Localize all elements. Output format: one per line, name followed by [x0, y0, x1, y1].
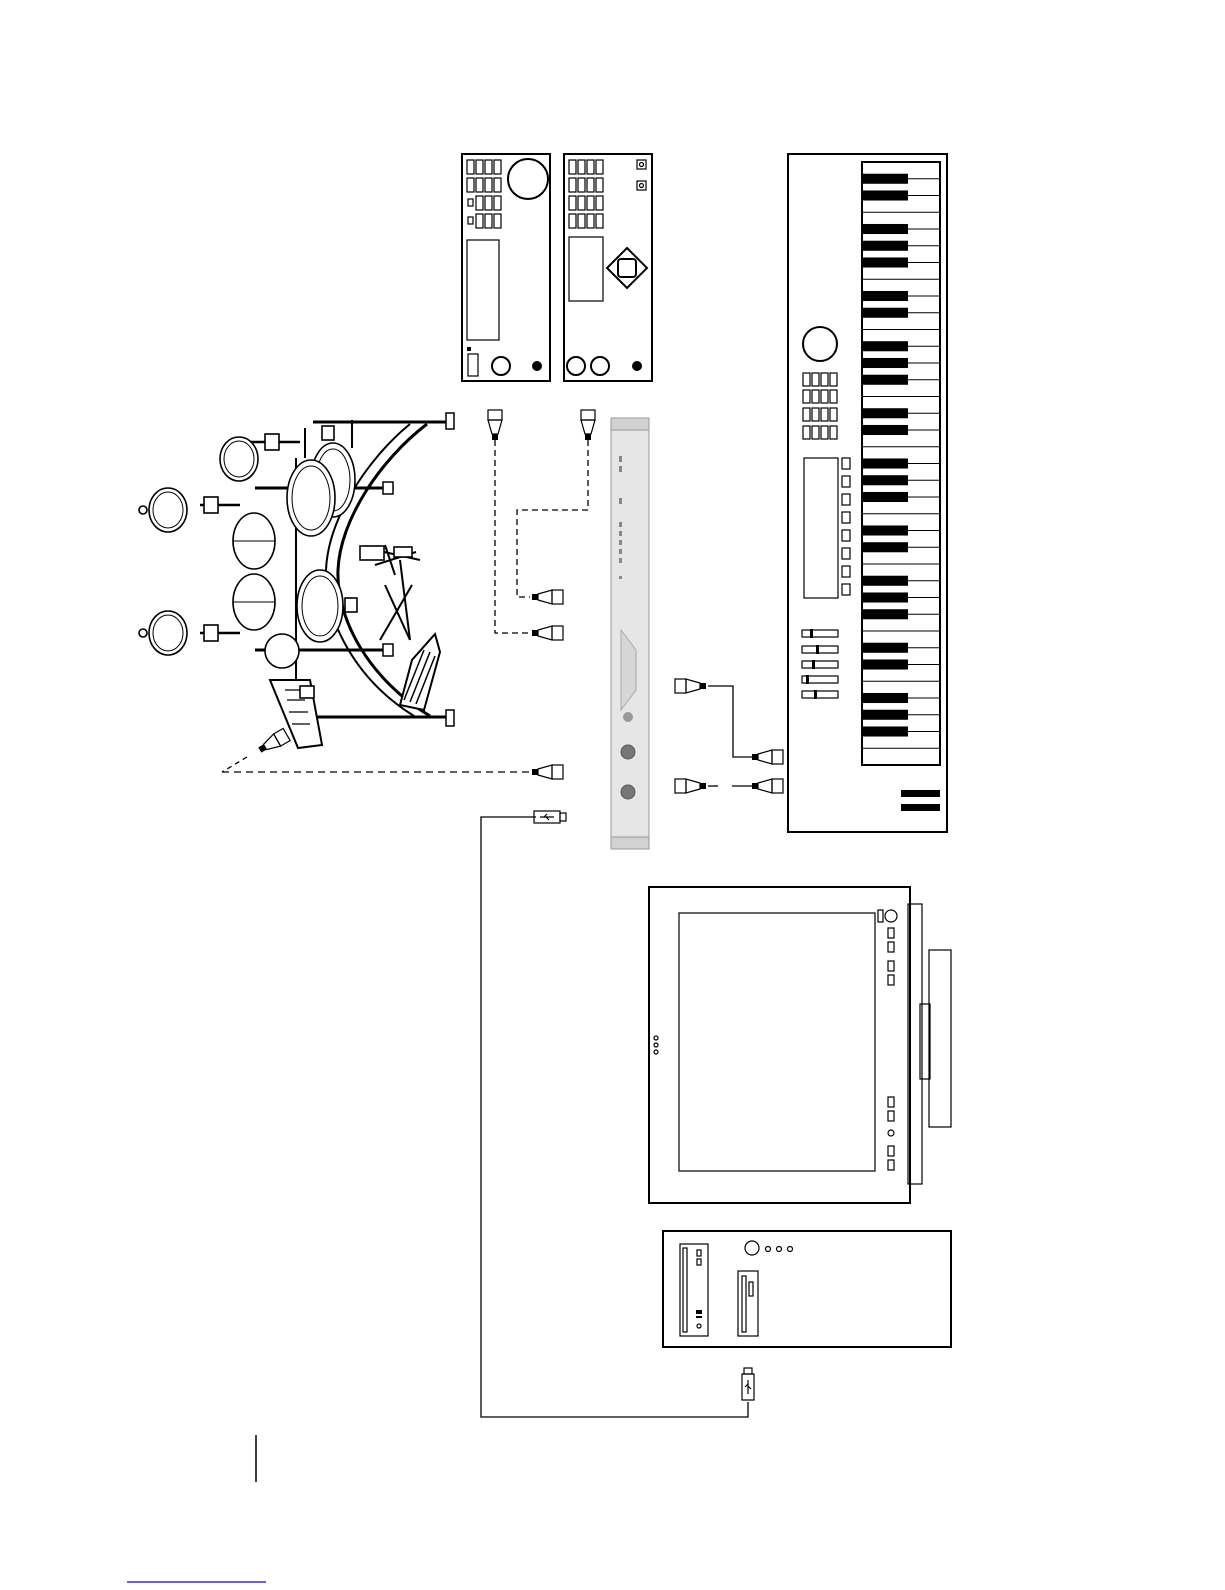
module-b-knob-2 — [591, 357, 609, 375]
usb-connector-icon — [534, 811, 566, 823]
black-key — [863, 492, 908, 502]
monitor-screen — [679, 913, 875, 1171]
rack-midi-interface — [611, 418, 649, 849]
module-a-phones-jack — [532, 361, 542, 371]
midi-cable-module-a — [495, 440, 530, 633]
module-b-phones-jack — [632, 361, 642, 371]
sound-module-b — [564, 154, 652, 381]
black-key — [863, 643, 908, 653]
keyboard-wheel-pitch — [901, 790, 940, 797]
black-key — [863, 576, 908, 586]
midi-din-connector-icon — [532, 765, 563, 779]
tower-optical-drive — [680, 1244, 708, 1336]
keyboard-buttons — [803, 373, 837, 439]
midi-din-connector-icon — [675, 779, 706, 793]
tom-rack-front — [287, 460, 335, 536]
keyboard-data-wheel — [803, 327, 837, 361]
black-key — [863, 291, 908, 301]
tom-lower-left — [233, 574, 275, 630]
module-a-data-wheel — [508, 159, 548, 199]
rack-knob-2 — [621, 785, 635, 799]
module-a-buttons — [467, 160, 501, 228]
black-key — [863, 174, 908, 184]
monitor-stand-base — [929, 950, 951, 1127]
keyboard-display — [804, 458, 838, 598]
black-key — [863, 525, 908, 535]
midi-din-connector-icon — [675, 679, 706, 693]
cymbal-left-lower — [139, 611, 218, 655]
midi-din-connector-icon — [532, 626, 563, 640]
black-key — [863, 592, 908, 602]
black-key — [863, 241, 908, 251]
module-b-display — [569, 237, 603, 301]
black-key — [863, 475, 908, 485]
monitor-leds — [654, 1036, 658, 1054]
cymbal-top — [220, 434, 279, 481]
rack-logo-icon — [623, 712, 633, 722]
midi-din-connector-icon — [752, 750, 783, 764]
black-key — [863, 542, 908, 552]
midi-cable-keyboard-out — [708, 686, 752, 757]
midi-cable-module-b — [517, 440, 588, 597]
black-key — [863, 224, 908, 234]
midi-din-connector-icon — [488, 410, 502, 440]
black-key — [863, 375, 908, 385]
midi-din-connector-icon — [256, 728, 290, 756]
midi-din-connector-icon — [581, 410, 595, 440]
module-b-knob-1 — [567, 357, 585, 375]
snare-drum — [297, 570, 357, 642]
tom-upper-left — [233, 513, 275, 569]
hihat-stand — [360, 545, 420, 640]
keyboard-wheel-mod — [901, 804, 940, 811]
black-key — [863, 659, 908, 669]
black-key — [863, 358, 908, 368]
cymbal-left-upper — [139, 488, 218, 532]
computer-tower — [663, 1231, 951, 1347]
black-key — [863, 257, 908, 267]
black-key — [863, 341, 908, 351]
black-key — [863, 190, 908, 200]
kick-pad — [265, 634, 299, 668]
black-key — [863, 458, 908, 468]
module-a-power-switch — [468, 354, 478, 376]
module-a-display — [467, 240, 499, 340]
black-key — [863, 308, 908, 318]
black-key — [863, 425, 908, 435]
midi-din-connector-icon — [532, 590, 563, 604]
tower-floppy-drive — [738, 1271, 758, 1336]
module-b-cursor-pad — [607, 248, 647, 288]
black-key — [863, 408, 908, 418]
black-key — [863, 693, 908, 703]
computer-monitor — [649, 887, 951, 1203]
drum-module — [270, 680, 322, 748]
usb-connector-icon — [742, 1368, 754, 1400]
rack-knob-1 — [621, 745, 635, 759]
black-key — [863, 726, 908, 736]
sound-module-a — [462, 154, 550, 381]
midi-din-connector-icon — [752, 779, 783, 793]
kick-pedal — [400, 634, 440, 710]
drum-kit — [139, 413, 454, 748]
keyboard-keys — [862, 174, 940, 749]
monitor-controls — [878, 910, 897, 1170]
black-key — [863, 609, 908, 619]
keyboard-side-buttons — [842, 458, 850, 595]
module-b-buttons — [569, 160, 646, 228]
module-a-volume-knob — [492, 357, 510, 375]
tower-power-button — [745, 1241, 759, 1255]
black-key — [863, 710, 908, 720]
midi-keyboard — [788, 154, 947, 832]
keyboard-sliders — [802, 629, 838, 699]
